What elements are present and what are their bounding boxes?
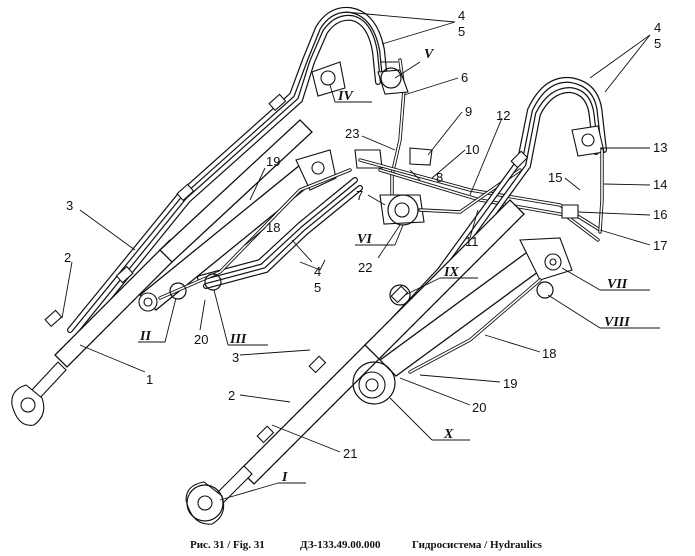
view-labels: V IV VI IX VII VIII II III X I xyxy=(139,47,630,485)
callout-15: 15 xyxy=(548,170,562,185)
view-label-iv: IV xyxy=(337,89,354,104)
caption-title: Гидросистема / Hydraulics xyxy=(412,539,543,551)
caption-code: ДЗ-133.49.00.000 xyxy=(300,539,381,551)
callout-10: 10 xyxy=(465,142,479,157)
caption-figure: Рис. 31 / Fig. 31 xyxy=(190,539,265,551)
view-label-ix: IX xyxy=(443,265,459,280)
callout-2: 2 xyxy=(228,388,235,403)
callout-labels: 4 5 4 5 6 9 23 10 12 8 7 13 15 14 16 17 … xyxy=(64,8,667,461)
callout-3: 3 xyxy=(232,350,239,365)
callout-4: 4 xyxy=(314,264,321,279)
callout-3: 3 xyxy=(66,198,73,213)
callout-19: 19 xyxy=(503,376,517,391)
view-label-ii: II xyxy=(139,329,151,344)
callout-9: 9 xyxy=(465,104,472,119)
callout-6: 6 xyxy=(461,70,468,85)
callout-23: 23 xyxy=(345,126,359,141)
callout-22: 22 xyxy=(358,260,372,275)
leader-lines xyxy=(61,11,660,501)
callout-2: 2 xyxy=(64,250,71,265)
callout-4: 4 xyxy=(654,20,661,35)
callout-18: 18 xyxy=(542,346,556,361)
callout-20: 20 xyxy=(194,332,208,347)
callout-12: 12 xyxy=(496,108,510,123)
figure-caption: Рис. 31 / Fig. 31 ДЗ-133.49.00.000 Гидро… xyxy=(190,539,543,551)
view-label-i: I xyxy=(281,470,288,485)
detail-circles xyxy=(169,67,554,522)
view-label-v: V xyxy=(424,47,435,62)
callout-7: 7 xyxy=(356,188,363,203)
right-arm-assembly xyxy=(185,76,607,525)
callout-17: 17 xyxy=(653,238,667,253)
callout-1: 1 xyxy=(146,372,153,387)
callout-20: 20 xyxy=(472,400,486,415)
left-arm-assembly xyxy=(11,6,388,426)
callout-5: 5 xyxy=(458,24,465,39)
callout-8: 8 xyxy=(436,170,443,185)
callout-14: 14 xyxy=(653,177,667,192)
callout-4: 4 xyxy=(458,8,465,23)
callout-5: 5 xyxy=(654,36,661,51)
callout-11: 11 xyxy=(465,234,479,249)
callout-18: 18 xyxy=(266,220,280,235)
view-label-vii: VII xyxy=(607,277,628,292)
callout-16: 16 xyxy=(653,207,667,222)
view-label-vi: VI xyxy=(357,232,372,247)
view-label-viii: VIII xyxy=(604,315,630,330)
callout-5: 5 xyxy=(314,280,321,295)
callout-13: 13 xyxy=(653,140,667,155)
view-label-iii: III xyxy=(229,332,247,347)
view-label-x: X xyxy=(443,427,454,442)
callout-21: 21 xyxy=(343,446,357,461)
callout-19: 19 xyxy=(266,154,280,169)
